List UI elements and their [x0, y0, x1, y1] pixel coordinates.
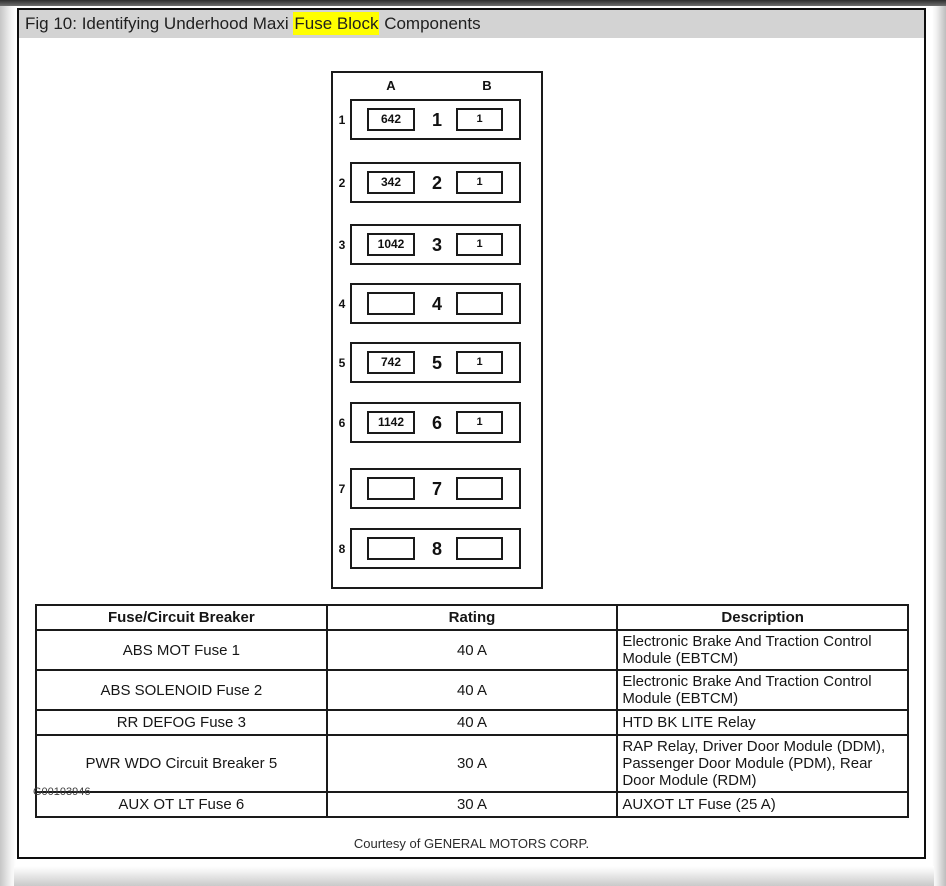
fuse-row-label: 5 [338, 356, 346, 370]
fuse-cavity-a: 642 [367, 108, 415, 131]
column-header-description: Description [616, 604, 909, 631]
fuse-name-cell: ABS SOLENOID Fuse 2 [35, 669, 328, 711]
fuse-row-label: 7 [338, 482, 346, 496]
rating-cell: 30 A [325, 791, 619, 818]
description-cell: Electronic Brake And Traction Control Mo… [616, 669, 909, 711]
fuse-cavity-b: 1 [456, 351, 503, 374]
courtesy-line: Courtesy of GENERAL MOTORS CORP. [353, 836, 590, 851]
fuse-cavity-b [456, 292, 503, 315]
fuse-cavity-a: 1042 [367, 233, 415, 256]
fuse-cavity-a [367, 537, 415, 560]
figure-title-suffix: Components [379, 14, 481, 33]
figure-id: G00103946 [33, 786, 91, 798]
table-row: PWR WDO Circuit Breaker 5 30 A RAP Relay… [35, 734, 909, 793]
description-cell: AUXOT LT Fuse (25 A) [616, 791, 909, 818]
fuse-name-cell: ABS MOT Fuse 1 [35, 629, 328, 671]
fuse-row: 7 [350, 468, 521, 509]
fuse-cavity-b: 1 [456, 171, 503, 194]
fuse-name-cell: PWR WDO Circuit Breaker 5 [35, 734, 328, 793]
fuse-cavity-a: 742 [367, 351, 415, 374]
column-header-rating: Rating [325, 604, 619, 631]
column-label-a: A [386, 78, 396, 93]
fuse-row-label: 1 [338, 113, 346, 127]
fuse-cavity-a [367, 292, 415, 315]
fuse-row-label: 4 [338, 297, 346, 311]
fuse-row-label: 3 [338, 238, 346, 252]
fuse-cavity-b: 1 [456, 233, 503, 256]
page-right-shadow [932, 6, 946, 886]
fuse-position-number: 1 [431, 110, 442, 130]
rating-cell: 40 A [325, 669, 619, 711]
description-cell: RAP Relay, Driver Door Module (DDM), Pas… [616, 734, 909, 793]
fuse-position-number: 5 [431, 353, 442, 373]
fuse-row: 8 [350, 528, 521, 569]
rating-cell: 40 A [325, 709, 619, 736]
fuse-cavity-a: 1142 [367, 411, 415, 434]
fuse-row: 342 2 1 [350, 162, 521, 203]
table-header-row: Fuse/Circuit Breaker Rating Description [35, 604, 909, 631]
table-row: AUX OT LT Fuse 6 30 A AUXOT LT Fuse (25 … [35, 791, 909, 818]
fuse-cavity-a: 342 [367, 171, 415, 194]
figure-title-prefix: Fig 10: Identifying Underhood Maxi [25, 14, 294, 33]
figure-title-bar: Fig 10: Identifying Underhood Maxi Fuse … [19, 10, 924, 38]
fuse-row: 1142 6 1 [350, 402, 521, 443]
description-cell: Electronic Brake And Traction Control Mo… [616, 629, 909, 671]
page-left-shadow [0, 6, 16, 886]
fuse-row-label: 6 [338, 416, 346, 430]
column-header-fuse: Fuse/Circuit Breaker [35, 604, 328, 631]
fuse-name-cell: AUX OT LT Fuse 6 [35, 791, 328, 818]
rating-cell: 40 A [325, 629, 619, 671]
fuse-position-number: 2 [431, 173, 442, 193]
fuse-position-number: 7 [431, 479, 442, 499]
fuse-cavity-b: 1 [456, 108, 503, 131]
table-row: RR DEFOG Fuse 3 40 A HTD BK LITE Relay [35, 709, 909, 736]
fuse-row: 742 5 1 [350, 342, 521, 383]
fuse-row: 4 [350, 283, 521, 324]
column-label-b: B [482, 78, 492, 93]
fuse-cavity-a [367, 477, 415, 500]
fuse-position-number: 3 [431, 235, 442, 255]
description-cell: HTD BK LITE Relay [616, 709, 909, 736]
rating-cell: 30 A [325, 734, 619, 793]
figure-frame: Fig 10: Identifying Underhood Maxi Fuse … [17, 8, 926, 859]
table-row: ABS SOLENOID Fuse 2 40 A Electronic Brak… [35, 669, 909, 711]
fuse-row-label: 8 [338, 542, 346, 556]
fuse-name-cell: RR DEFOG Fuse 3 [35, 709, 328, 736]
table-row: ABS MOT Fuse 1 40 A Electronic Brake And… [35, 629, 909, 671]
figure-title-highlight: Fuse Block [293, 12, 380, 35]
page-bottom-shadow [14, 866, 934, 886]
fuse-cavity-b: 1 [456, 411, 503, 434]
fuse-row-label: 2 [338, 176, 346, 190]
fuse-position-number: 4 [431, 294, 442, 314]
fuse-row: 1042 3 1 [350, 224, 521, 265]
fuse-position-number: 6 [431, 413, 442, 433]
fuse-cavity-b [456, 477, 503, 500]
fuse-description-table: Fuse/Circuit Breaker Rating Description … [35, 604, 909, 818]
window-top-edge [0, 0, 946, 6]
fuse-cavity-b [456, 537, 503, 560]
fuse-block-outline [331, 71, 543, 589]
fuse-row: 642 1 1 [350, 99, 521, 140]
fuse-position-number: 8 [431, 539, 442, 559]
